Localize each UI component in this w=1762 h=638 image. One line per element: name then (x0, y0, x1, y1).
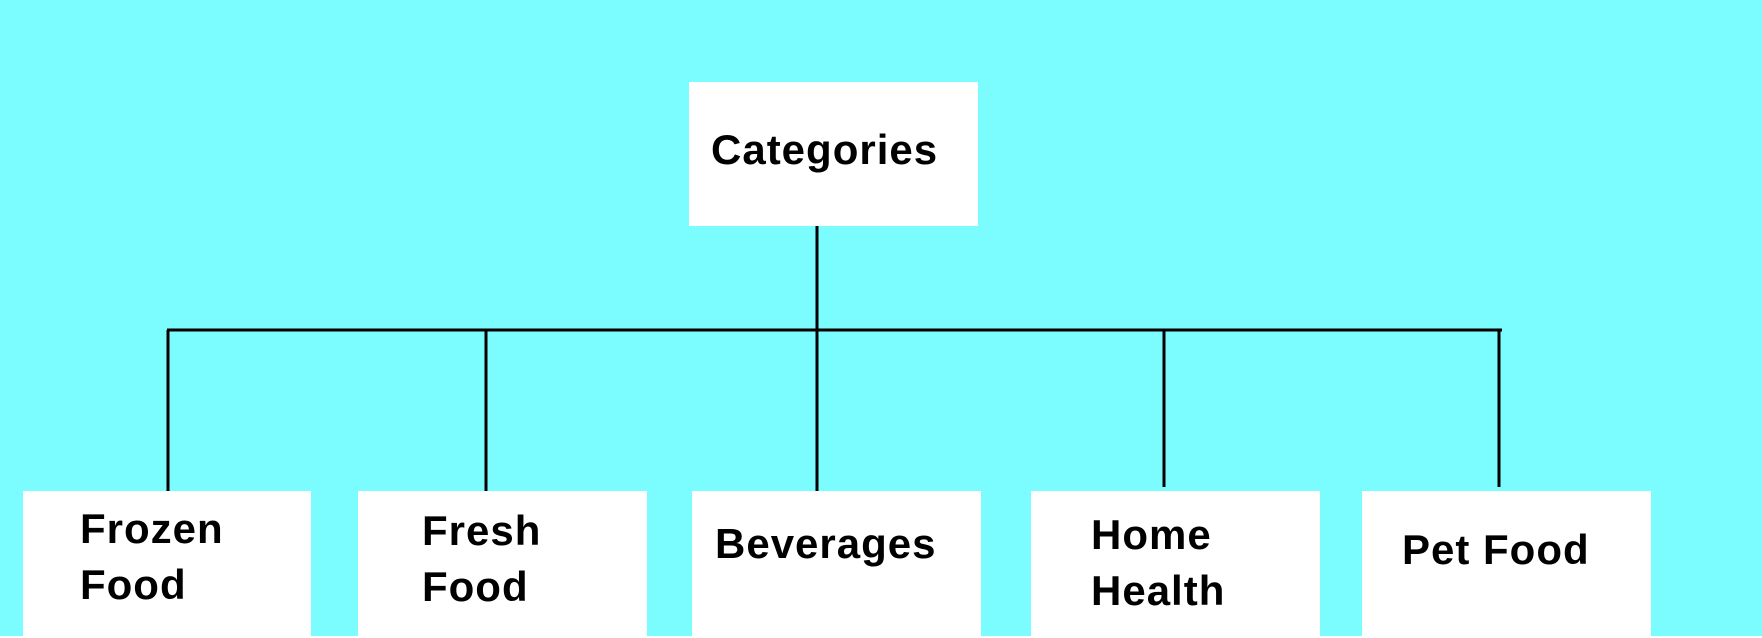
child-node-label: Beverages (715, 516, 936, 572)
child-node-pet-food: Pet Food (1362, 491, 1651, 638)
child-node-home-health: Home Health (1031, 491, 1320, 638)
child-node-label: Frozen Food (80, 501, 224, 613)
child-node-label: Fresh Food (422, 503, 541, 615)
label-line: Health (1091, 567, 1226, 614)
label-line: Fresh (422, 507, 542, 554)
root-node-categories: Categories (689, 82, 978, 226)
child-node-fresh-food: Fresh Food (358, 491, 647, 638)
root-node-label: Categories (711, 126, 939, 173)
label-line: Home (1091, 511, 1212, 558)
label-line: Beverages (715, 520, 937, 567)
child-node-frozen-food: Frozen Food (23, 491, 311, 638)
label-line: Frozen (80, 505, 224, 552)
child-node-label: Pet Food (1402, 522, 1590, 578)
label-line: Pet Food (1402, 526, 1590, 573)
label-line: Food (422, 563, 529, 610)
label-line: Food (80, 561, 187, 608)
child-node-label: Home Health (1091, 507, 1225, 619)
child-node-beverages: Beverages (692, 491, 981, 638)
